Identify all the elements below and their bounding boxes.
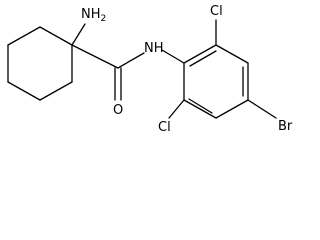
bond-ring-c2-c3: [7, 26, 41, 46]
bond-arom-inner-c: [188, 98, 213, 114]
amine-label: NH2: [81, 7, 106, 24]
carbonyl-o-label: O: [113, 103, 123, 118]
bond-nh-aryl: [161, 49, 185, 64]
bond-lines: [7, 19, 277, 119]
bond-carbonyl-nh: [117, 52, 145, 69]
molecule-diagram: NH2 NH O Cl Cl Br: [7, 4, 293, 135]
bond-arom-2-3: [215, 44, 249, 64]
bond-arom-1-2: [183, 44, 217, 64]
bond-arom-5-6: [183, 99, 217, 119]
bond-arom-inner-a: [189, 50, 217, 67]
amine-label-main: NH: [81, 7, 101, 22]
bond-arom-4-5: [215, 99, 249, 119]
chloro-top-label: Cl: [210, 4, 223, 19]
chloro-bottom-label: Cl: [158, 120, 171, 135]
atom-labels: NH2 NH O Cl Cl Br: [81, 4, 293, 135]
bromo-label: Br: [278, 119, 293, 134]
amine-label-subscript: 2: [101, 14, 107, 24]
bond-ring-c5-c6: [39, 81, 73, 101]
bond-ring-c1-c2: [39, 26, 73, 46]
bond-arom-cl-bottom: [168, 99, 185, 119]
bond-arom-br: [247, 99, 277, 119]
bond-c1-nh2: [71, 23, 86, 46]
bond-c1-carbonyl: [71, 44, 119, 69]
amide-nh-label: NH: [144, 41, 164, 56]
bond-ring-c4-c5: [7, 81, 41, 101]
